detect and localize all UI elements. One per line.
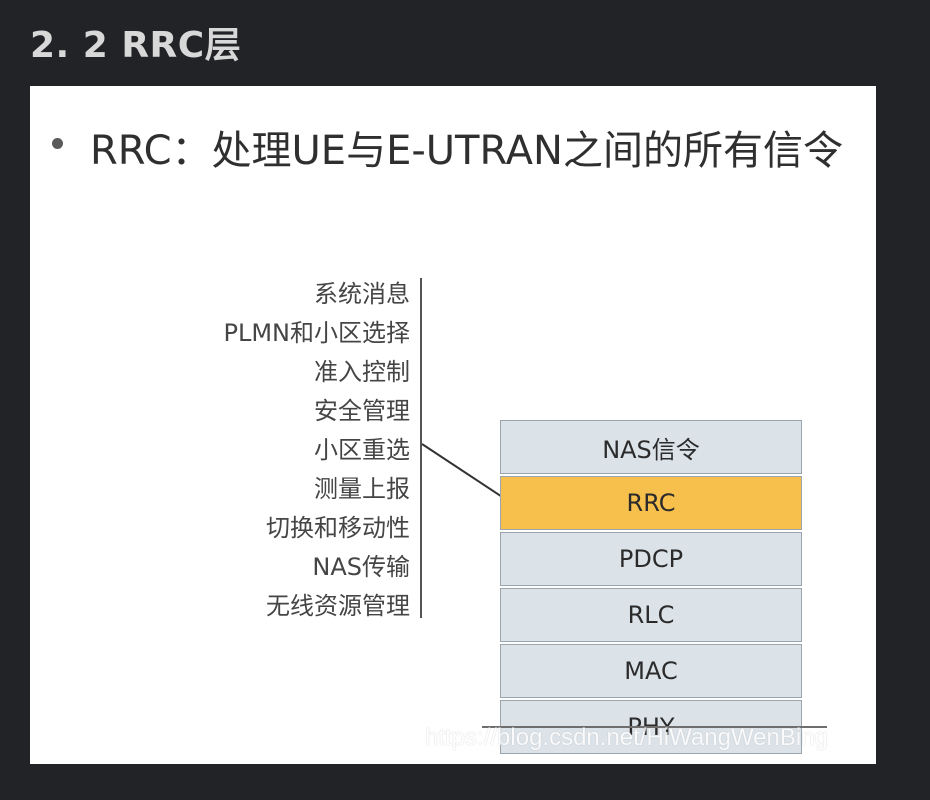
- bullet-text: RRC：处理UE与E-UTRAN之间的所有信令: [90, 128, 843, 174]
- function-bracket-line: [420, 278, 422, 618]
- phy-baseline: [482, 726, 827, 728]
- layer-pdcp: PDCP: [500, 532, 802, 586]
- layer-rlc: RLC: [500, 588, 802, 642]
- layer-nas: NAS信令: [500, 420, 802, 474]
- function-item: 无线资源管理: [266, 592, 410, 620]
- function-item: NAS传输: [312, 553, 410, 581]
- watermark: https://blog.csdn.net/HiWangWenBing: [425, 724, 828, 751]
- layer-mac: MAC: [500, 644, 802, 698]
- function-item: 安全管理: [314, 397, 410, 425]
- function-item: 测量上报: [314, 475, 410, 503]
- bullet-dot: [52, 138, 63, 149]
- function-item: 切换和移动性: [266, 514, 410, 542]
- function-item: 小区重选: [314, 436, 410, 464]
- section-heading: 2. 2 RRC层: [30, 25, 242, 66]
- layer-rrc: RRC: [500, 476, 802, 530]
- slide-image: RRC：处理UE与E-UTRAN之间的所有信令 系统消息 PLMN和小区选择 准…: [30, 86, 876, 764]
- function-item: 准入控制: [314, 358, 410, 386]
- function-item: 系统消息: [314, 280, 410, 308]
- function-item: PLMN和小区选择: [223, 319, 410, 347]
